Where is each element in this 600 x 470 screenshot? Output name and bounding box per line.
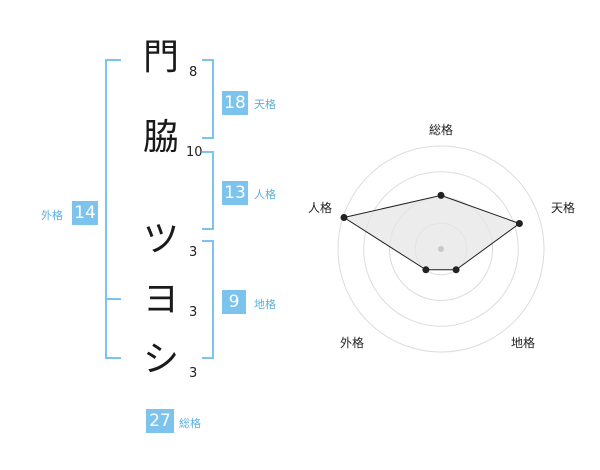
radar-point-5: [340, 214, 348, 221]
name-char-3: ツ: [142, 219, 179, 260]
radar-center-dot: [438, 246, 444, 252]
tenkaku-badge: 18: [222, 91, 248, 115]
radar-label-chikaku: 地格: [511, 335, 535, 350]
tenkaku-label: 天格: [254, 98, 276, 111]
jinkaku-bracket: [212, 151, 214, 230]
tenkaku-bracket-bottom: [202, 137, 214, 139]
soukaku-label: 総格: [179, 417, 201, 430]
stroke-count-5: 3: [189, 366, 198, 381]
radar-point-3: [452, 266, 460, 274]
jinkaku-badge: 13: [222, 181, 248, 205]
name-char-5: シ: [142, 339, 179, 380]
name-char-1: 門: [142, 37, 179, 78]
gaikaku-bracket-top: [105, 59, 121, 61]
name-char-4: ヨ: [142, 279, 179, 320]
radar-point-2: [515, 220, 523, 227]
name-char-2: 脇: [142, 117, 179, 158]
chikaku-bracket-top: [202, 240, 214, 242]
radar-polygon: [342, 194, 521, 271]
stroke-count-3: 3: [189, 245, 198, 260]
chikaku-label: 地格: [254, 298, 276, 311]
soukaku-badge: 27: [146, 409, 174, 433]
tenkaku-bracket: [212, 59, 214, 139]
stroke-count-2: 10: [186, 145, 203, 160]
radar-point-1: [437, 191, 445, 199]
radar-ring: [363, 171, 519, 327]
gaikaku-bracket-bottom: [105, 357, 121, 359]
stroke-count-4: 3: [189, 305, 198, 320]
chikaku-badge: 9: [222, 290, 246, 314]
tenkaku-bracket-top: [202, 59, 214, 61]
gaikaku-label: 外格: [41, 209, 63, 222]
chikaku-bracket-bottom: [202, 357, 214, 359]
radar-ring: [337, 145, 545, 353]
radar-label-tenkaku: 天格: [551, 200, 575, 215]
gaikaku-bracket-mid: [105, 298, 121, 300]
stroke-count-1: 8: [189, 65, 198, 80]
jinkaku-label: 人格: [254, 188, 276, 201]
radar-label-jinkaku: 人格: [308, 200, 332, 215]
chikaku-bracket: [212, 240, 214, 359]
jinkaku-bracket-top: [202, 151, 214, 153]
gaikaku-bracket: [105, 59, 107, 359]
radar-label-gaikaku: 外格: [340, 335, 364, 350]
radar-point-4: [422, 266, 430, 274]
radar-label-soukaku: 総格: [429, 122, 453, 137]
jinkaku-bracket-bottom: [202, 228, 214, 230]
gaikaku-badge: 14: [72, 201, 98, 225]
